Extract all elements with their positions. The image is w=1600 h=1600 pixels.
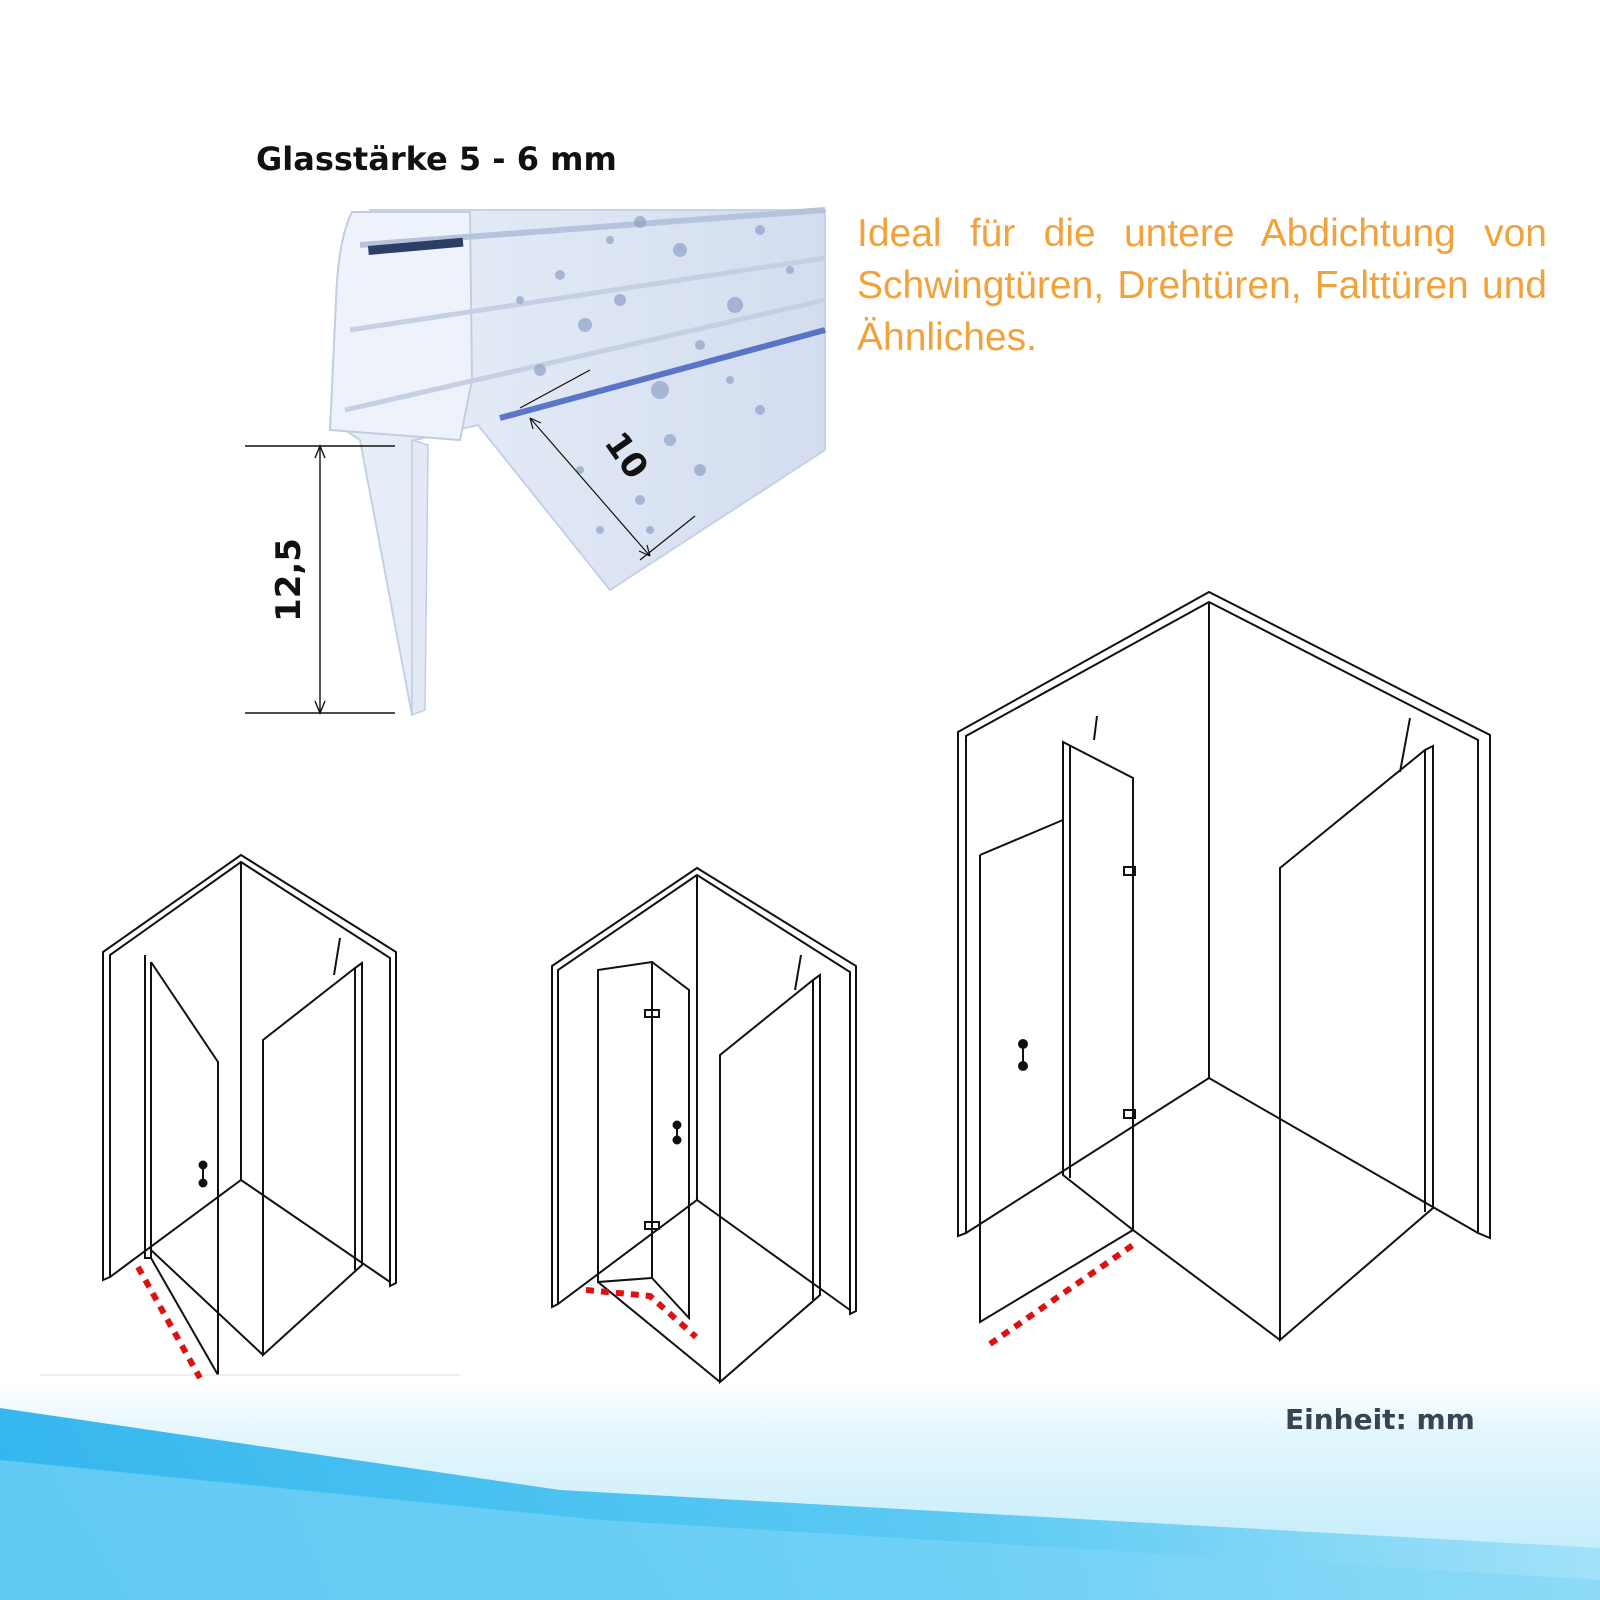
unit-label: Einheit: mm	[1285, 1403, 1475, 1436]
glass-thickness-heading: Glasstärke 5 - 6 mm	[256, 140, 617, 178]
folding-door-enclosure	[551, 866, 857, 1385]
seal-mark-folding	[585, 1287, 698, 1340]
dimension-height-label: 12,5	[269, 538, 309, 622]
swing-door-enclosure	[40, 853, 460, 1376]
dimension-height-line	[245, 444, 395, 715]
hinged-door-enclosure	[957, 590, 1491, 1343]
seal-profile-image	[328, 207, 826, 717]
seal-mark-swing	[135, 1265, 203, 1380]
seal-mark-hinged	[988, 1242, 1135, 1347]
application-description: Ideal für die untere Abdichtung von Schw…	[857, 212, 1547, 359]
dimension-depth-line	[519, 369, 696, 561]
footer-wave	[0, 1380, 1600, 1600]
